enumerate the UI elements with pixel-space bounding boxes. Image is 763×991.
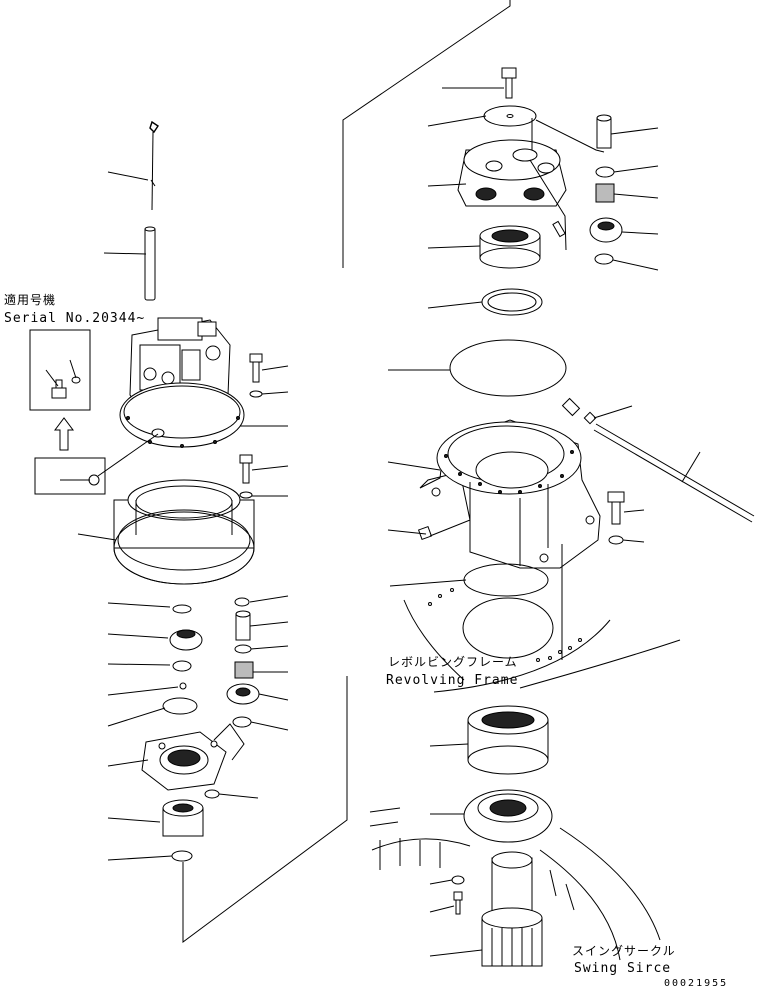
o-ring-part xyxy=(449,339,567,397)
carrier-washer-part xyxy=(595,166,615,178)
pinion-shaft-part xyxy=(481,851,543,967)
swing-circle-outline xyxy=(369,807,661,961)
swing-circle-en-label: Swing Sirce xyxy=(574,961,671,976)
carrier-needle-bearing-part xyxy=(595,183,615,203)
cover-flange-part xyxy=(463,789,553,843)
grease-tube-part xyxy=(593,423,755,523)
serial-inset: 適用号機 Serial No.20344~ xyxy=(4,292,159,495)
carrier-plate-part xyxy=(141,731,227,791)
housing-bolt-part xyxy=(607,491,625,545)
needle-bearing-part xyxy=(234,661,254,679)
key-part xyxy=(552,220,566,238)
carrier-part xyxy=(457,139,567,207)
sun-gear-part xyxy=(162,799,204,837)
bearing-part xyxy=(169,629,203,651)
serial-jp-label: 適用号機 xyxy=(4,292,56,307)
serial-no-label: Serial No.20344~ xyxy=(4,311,145,326)
revolving-frame-jp-label: レボルビングフレーム xyxy=(388,655,518,669)
drawing-code: 00021955 xyxy=(664,978,728,989)
revolving-frame-en-label: Revolving Frame xyxy=(386,673,518,688)
upper-bearing-part xyxy=(479,225,541,269)
carrier-pin-part xyxy=(596,114,612,149)
right-leader-lines xyxy=(387,87,701,957)
motor-bolt-part xyxy=(249,353,263,398)
pinion-bearing-part xyxy=(467,705,549,775)
pin-part xyxy=(235,610,251,641)
thrust-washer-part xyxy=(172,604,192,614)
top-bolt-part xyxy=(501,67,517,99)
ball-part xyxy=(179,682,187,690)
snap-ring-part-2 xyxy=(204,789,220,799)
snap-ring-part xyxy=(234,597,250,607)
lower-o-ring-part xyxy=(462,563,554,659)
plug-part xyxy=(417,525,433,541)
guide-tube-part xyxy=(144,226,156,301)
carrier-thrust-washer-part xyxy=(594,253,614,265)
ring-gear-bolt-part xyxy=(239,454,253,499)
cover-bolt-part xyxy=(451,875,465,915)
washer-part xyxy=(172,660,192,672)
dipstick-part xyxy=(149,120,159,211)
connection-lines xyxy=(182,0,511,943)
washer-part-2 xyxy=(234,644,252,654)
cover-plate-part xyxy=(483,105,537,127)
left-leader-lines xyxy=(77,171,289,861)
swing-housing-part xyxy=(419,419,601,569)
swing-circle-jp-label: スイングサークル xyxy=(572,944,676,958)
planet-gear-part xyxy=(226,683,260,705)
thrust-washer-part-2 xyxy=(232,716,252,728)
ring-gear-part xyxy=(113,479,255,585)
swing-motor-part xyxy=(119,317,245,448)
spacer-part xyxy=(171,850,193,862)
thrust-plate-part xyxy=(162,697,198,715)
carrier-planet-gear-part xyxy=(589,217,623,243)
seal-ring-part xyxy=(481,288,543,316)
revolving-frame-outline xyxy=(403,588,681,693)
grease-fitting-part xyxy=(561,397,597,425)
